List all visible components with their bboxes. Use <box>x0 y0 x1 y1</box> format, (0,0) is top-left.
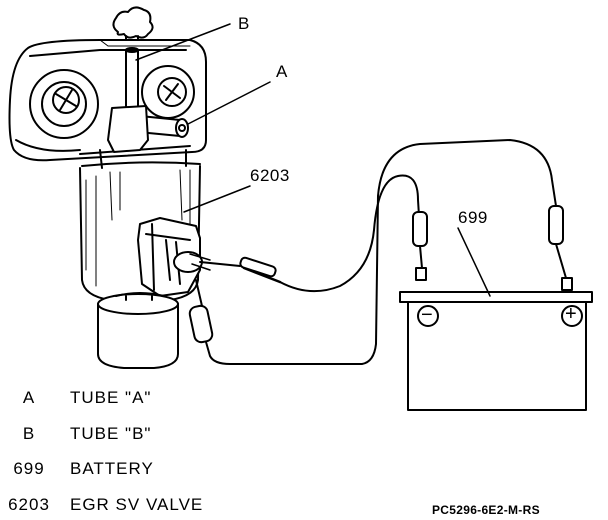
legend-desc: TUBE "A" <box>70 388 152 407</box>
jumper-wire-negative <box>199 174 428 293</box>
leader-lines <box>135 23 491 297</box>
legend-desc: EGR SV VALVE <box>70 495 204 514</box>
right-screw <box>141 65 195 119</box>
callout-a: A <box>276 62 288 81</box>
figure-code: PC5296-6E2-M-RS <box>432 503 540 517</box>
lower-cylinder <box>97 292 179 369</box>
legend-key: 6203 <box>8 495 50 514</box>
battery-negative-terminal: − <box>421 304 434 326</box>
legend-key: 699 <box>13 459 45 478</box>
legend-desc: TUBE "B" <box>70 424 152 443</box>
legend-key: A <box>22 388 36 407</box>
tube-b <box>125 47 139 109</box>
callout-battery: 699 <box>458 208 488 227</box>
port-block <box>107 105 149 153</box>
valve-connector <box>137 217 211 297</box>
jumper-wire-positive <box>188 139 573 365</box>
battery-positive-terminal: + <box>565 303 578 325</box>
legend-desc: BATTERY <box>70 459 154 478</box>
left-screw <box>29 69 99 139</box>
legend-key: B <box>22 424 36 443</box>
battery-box <box>399 291 593 411</box>
callout-valve: 6203 <box>250 166 290 185</box>
callout-b: B <box>238 14 250 33</box>
